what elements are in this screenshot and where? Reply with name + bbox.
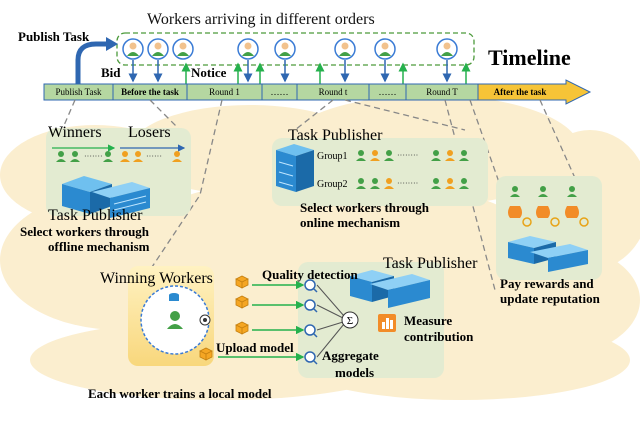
worker-avatar-icon: [167, 311, 183, 329]
svg-text:·······: ·······: [84, 152, 103, 161]
online-caption-line2: online mechanism: [300, 215, 401, 230]
bid-arrows: [128, 60, 452, 83]
arriving-workers: [122, 38, 458, 60]
measure-label-line1: Measure: [404, 313, 453, 328]
timeline-segment-round-T: Round T: [426, 87, 458, 97]
upload-model-label: Upload model: [216, 340, 294, 355]
offline-caption-line1: Select workers through: [20, 224, 150, 239]
winners-label: Winners: [48, 124, 102, 141]
sum-symbol: Σ: [347, 315, 353, 327]
arriving-worker-icon: [122, 38, 144, 60]
offline-panel: ······· ······: [46, 128, 191, 218]
winner-worker-icons: ·······: [56, 151, 113, 162]
server-icon: [276, 144, 314, 192]
reward-panel: [496, 176, 602, 280]
timeline-segment-after-task: After the task: [493, 87, 547, 97]
upload-arrows: [218, 280, 305, 362]
publish-task-arrowhead: [106, 37, 118, 51]
arriving-worker-icon: [436, 38, 458, 60]
timeline-segment-round-t: Round t: [318, 87, 348, 97]
arriving-worker-icon: [334, 38, 356, 60]
aggregate-lines: [316, 284, 345, 358]
arriving-worker-icon: [274, 38, 296, 60]
timeline-bar: [43, 79, 592, 105]
group2-label: Group2: [317, 179, 348, 190]
timeline-title: Timeline: [488, 45, 571, 70]
arrivals-title: Workers arriving in different orders: [147, 11, 375, 28]
bid-label: Bid: [101, 65, 121, 80]
aggregate-label-line2: models: [335, 365, 374, 380]
losers-label: Losers: [128, 124, 171, 141]
online-caption-line1: Select workers through: [300, 200, 430, 215]
reward-money-icons: [508, 206, 579, 218]
loser-worker-icons: ······: [120, 151, 182, 162]
svg-text:······: ······: [146, 152, 162, 161]
aggregate-label-line1: Aggregate: [322, 348, 379, 363]
publish-task-arrow: [75, 41, 108, 84]
model-eye-icon: [199, 314, 211, 326]
bottom-caption: Each worker trains a local model: [88, 386, 272, 401]
group1-worker-icons: ········: [356, 150, 469, 161]
database-icon: [169, 293, 179, 301]
search-icon: [304, 279, 318, 365]
reputation-medal-icons: [522, 217, 589, 227]
rewarded-worker-icons: [510, 186, 577, 197]
group2-worker-icons: ········: [356, 178, 469, 189]
online-panel: ········ ········: [272, 138, 488, 206]
timeline-segment-round-1: Round 1: [209, 87, 240, 97]
offline-task-publisher-label: Task Publisher: [48, 207, 143, 224]
timeline-segment-ellipsis: ……: [270, 87, 289, 97]
server-icon: [62, 176, 150, 218]
notice-arrows: [181, 62, 471, 86]
dashed-connectors: [61, 99, 576, 291]
arriving-worker-icon: [147, 38, 169, 60]
quality-detection-label: Quality detection: [262, 267, 358, 282]
measure-label-line2: contribution: [404, 329, 474, 344]
training-panel: Σ: [128, 262, 444, 378]
group1-label: Group1: [317, 151, 348, 162]
server-icon: [350, 270, 430, 308]
arriving-worker-icon: [172, 38, 194, 60]
training-task-publisher-label: Task Publisher: [383, 255, 478, 272]
timeline-segment-before-task: Before the task: [121, 87, 179, 97]
arriving-worker-icon: [237, 38, 259, 60]
winning-workers-label: Winning Workers: [100, 270, 213, 287]
sum-node: [341, 311, 359, 329]
publish-task-heading: Publish Task: [18, 29, 90, 44]
svg-text:········: ········: [397, 151, 418, 160]
contribution-chart-icon: [378, 314, 396, 332]
notice-label: Notice: [191, 65, 227, 80]
online-task-publisher-label: Task Publisher: [288, 127, 383, 144]
server-icon: [508, 236, 588, 272]
svg-text:········: ········: [397, 179, 418, 188]
timeline-segment-ellipsis: ……: [378, 87, 397, 97]
arrivals-box: [116, 32, 475, 66]
local-model-icons: [199, 275, 249, 361]
offline-caption-line2: offline mechanism: [48, 239, 150, 254]
reward-caption-line1: Pay rewards and: [500, 276, 594, 291]
timeline-segment-publish-task: Publish Task: [55, 87, 102, 97]
arriving-worker-icon: [374, 38, 396, 60]
reward-caption-line2: update reputation: [500, 291, 600, 306]
